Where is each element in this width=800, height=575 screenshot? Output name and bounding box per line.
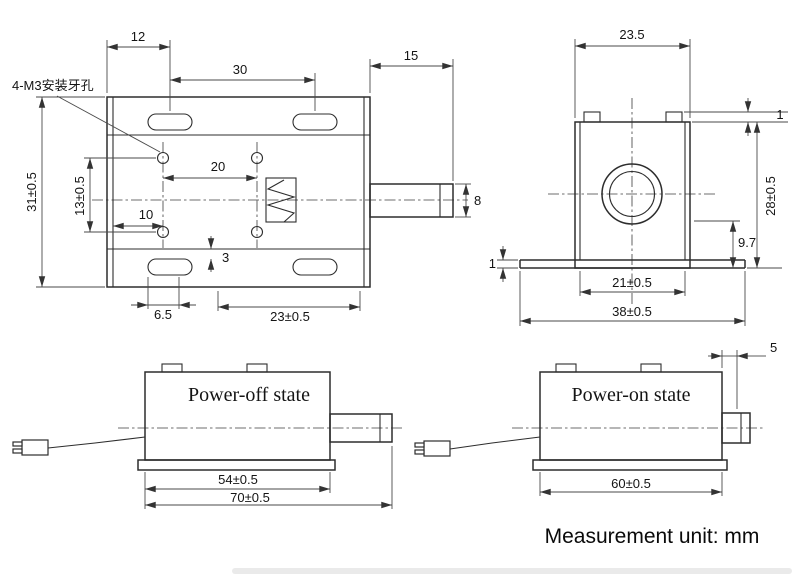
front-body xyxy=(106,96,454,288)
power-on-title: Power-on state xyxy=(571,384,690,406)
connector-pin xyxy=(414,442,425,448)
side-body xyxy=(519,111,746,269)
wire xyxy=(47,436,146,449)
wire xyxy=(449,436,541,450)
dim-label-15: 15 xyxy=(404,48,418,63)
unit-note: Measurement unit: mm xyxy=(545,525,760,548)
connector-pin xyxy=(414,449,425,455)
connector-pin xyxy=(12,441,23,447)
top-tab xyxy=(583,111,601,123)
front-centerlines xyxy=(92,142,468,248)
top-tab xyxy=(665,111,683,123)
dim-label-9-7: 9.7 xyxy=(738,235,756,250)
base-plate xyxy=(137,459,336,471)
dim-label-13: 13±0.5 xyxy=(72,176,87,216)
dim-label-38: 38±0.5 xyxy=(612,304,652,319)
connector xyxy=(423,440,451,457)
mount-slot xyxy=(292,258,338,276)
plunger xyxy=(369,183,454,218)
top-tab xyxy=(640,363,662,373)
dim-label-30: 30 xyxy=(233,62,247,77)
front-view: 12 30 15 20 10 13±0.5 31±0.5 8 xyxy=(12,29,481,324)
dim-label-20: 20 xyxy=(211,159,225,174)
dim-label-8: 8 xyxy=(474,193,481,208)
m3-hole xyxy=(250,151,264,165)
m3-hole xyxy=(250,225,264,239)
dim-label-23-5: 23.5 xyxy=(619,27,644,42)
mount-slot xyxy=(292,113,338,131)
side-view: 23.5 1 28±0.5 9.7 1 21±0.5 38±0. xyxy=(489,27,788,326)
m3-hole xyxy=(156,151,170,165)
power-on-body xyxy=(414,363,751,471)
dim-label-54: 54±0.5 xyxy=(218,472,258,487)
plunger-bore-outer xyxy=(601,163,663,225)
top-tab xyxy=(161,363,183,373)
dim-label-70: 70±0.5 xyxy=(230,490,270,505)
side-body-outline xyxy=(574,121,691,269)
power-off-dimensions: 54±0.5 70±0.5 xyxy=(144,446,393,509)
m3-hole xyxy=(156,225,170,239)
power-on-dimensions: 5 60±0.5 xyxy=(539,340,777,496)
mount-slot xyxy=(147,258,193,276)
latch-slot xyxy=(265,177,297,223)
dim-label-6-5: 6.5 xyxy=(154,307,172,322)
power-on-view: Power-on state 5 60±0.5 xyxy=(414,340,777,496)
dim-label-10: 10 xyxy=(139,207,153,222)
dim-label-23: 23±0.5 xyxy=(270,309,310,324)
connector-pin xyxy=(12,448,23,454)
power-off-body xyxy=(12,363,393,471)
side-dimensions: 23.5 1 28±0.5 9.7 1 21±0.5 38±0. xyxy=(489,27,788,326)
annotation-4m3-label: 4-M3安装牙孔 xyxy=(12,78,94,93)
plunger-extended xyxy=(329,413,393,443)
dim-label-1-left: 1 xyxy=(489,256,496,271)
plunger-retracted xyxy=(721,412,751,444)
front-dimensions: 12 30 15 20 10 13±0.5 31±0.5 8 xyxy=(24,29,481,324)
dim-label-21: 21±0.5 xyxy=(612,275,652,290)
scan-artifact xyxy=(232,568,792,574)
power-off-view: Power-off state 54±0.5 70±0.5 xyxy=(12,363,402,509)
dim-label-5: 5 xyxy=(770,340,777,355)
power-off-title: Power-off state xyxy=(188,384,310,406)
top-tab xyxy=(555,363,577,373)
spring-symbol xyxy=(266,179,296,223)
front-body-outline xyxy=(106,96,371,288)
leader-line xyxy=(56,95,161,153)
dim-label-12: 12 xyxy=(131,29,145,44)
dim-label-60: 60±0.5 xyxy=(611,476,651,491)
plunger-bore-inner xyxy=(608,170,656,218)
dim-label-3: 3 xyxy=(222,250,229,265)
front-annotation: 4-M3安装牙孔 xyxy=(12,78,161,153)
base-plate xyxy=(532,459,728,471)
dim-label-28: 28±0.5 xyxy=(763,176,778,216)
dim-label-1-top: 1 xyxy=(776,107,783,122)
top-tab xyxy=(246,363,268,373)
connector xyxy=(21,439,49,456)
mount-slot xyxy=(147,113,193,131)
dim-label-31: 31±0.5 xyxy=(24,172,39,212)
